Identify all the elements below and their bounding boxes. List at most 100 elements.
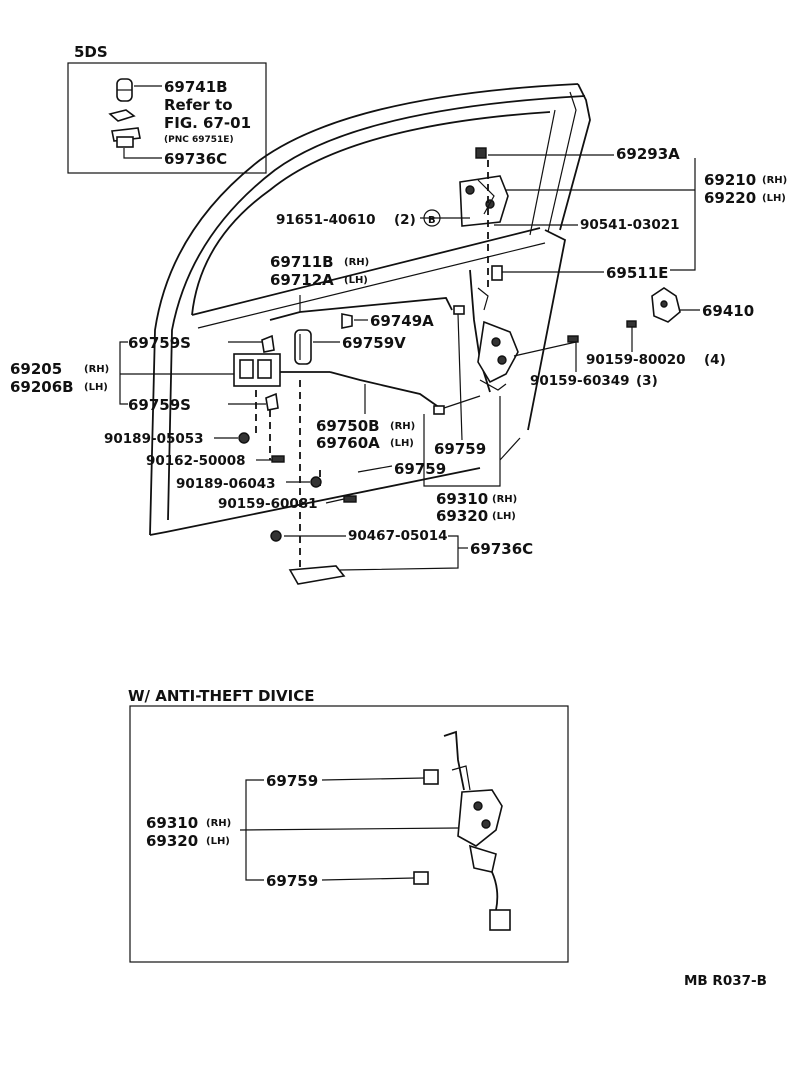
- label-69712A-lh: (LH): [344, 275, 368, 286]
- clip-69736C: [111, 127, 141, 148]
- label-69760A-lh: (LH): [390, 438, 414, 449]
- leader-at-69759-bot: [321, 877, 415, 881]
- diagram-code: MB R037-B: [684, 973, 767, 989]
- label-90541-03021: 90541-03021: [580, 217, 680, 233]
- label-at-69759-top: 69759: [266, 772, 318, 790]
- screw-90159-60081: [343, 495, 357, 503]
- label-at-69320: 69320: [146, 832, 198, 850]
- bracket-at: [245, 779, 264, 881]
- label-69741B: 69741B: [164, 78, 228, 96]
- leader-69759-b: [457, 313, 463, 441]
- label-69310-rh: (RH): [492, 494, 517, 505]
- bracket-69736C: [339, 535, 459, 571]
- leader-69759-a: [443, 395, 481, 409]
- inset-title: 5DS: [74, 43, 108, 61]
- door-lock-mechanism: [469, 269, 519, 393]
- label-at-69320-lh: (LH): [206, 836, 230, 847]
- label-fig-ref: FIG. 67-01: [164, 114, 251, 132]
- label-69220-lh: (LH): [762, 193, 786, 204]
- circle-b-icon: B: [423, 209, 441, 227]
- label-69205-rh: (RH): [84, 364, 109, 375]
- anti-theft-box: [129, 705, 569, 963]
- label-69750B-rh: (RH): [390, 421, 415, 432]
- label-69712A: 69712A: [270, 271, 334, 289]
- label-at-69310: 69310: [146, 814, 198, 832]
- label-90159-60081: 90159-60081: [218, 496, 318, 512]
- leader-69736C-inset: [123, 148, 162, 159]
- bushing-69759-a: [453, 305, 465, 315]
- label-69410: 69410: [702, 302, 754, 320]
- label-69759S-bot: 69759S: [128, 396, 191, 414]
- label-69210: 69210: [704, 171, 756, 189]
- label-69320-lh: (LH): [492, 511, 516, 522]
- inside-handle-69205: [233, 353, 330, 387]
- label-90159-80020-qty: (4): [704, 352, 726, 368]
- pull-handle-69736C: [270, 530, 346, 585]
- bracket-69210: [670, 158, 696, 271]
- cap-69759V: [294, 329, 312, 365]
- label-90159-60349: 90159-60349: [530, 373, 630, 389]
- inset-box: [67, 62, 267, 174]
- bracket-69205: [119, 341, 128, 405]
- label-90159-60349-qty: (3): [636, 373, 658, 389]
- label-69205: 69205: [10, 360, 62, 378]
- clip-69759S-bot: [265, 392, 279, 411]
- label-90159-80020: 90159-80020: [586, 352, 686, 368]
- label-69759V: 69759V: [342, 334, 406, 352]
- leader-90159-60081: [325, 498, 345, 504]
- label-69760A: 69760A: [316, 434, 380, 452]
- label-69759-a: 69759: [434, 440, 486, 458]
- label-69711B: 69711B: [270, 253, 334, 271]
- anti-theft-lock-assembly: [413, 730, 511, 931]
- label-69736C-inset: 69736C: [164, 150, 227, 168]
- label-69736C: 69736C: [470, 540, 533, 558]
- label-at-69310-rh: (RH): [206, 818, 231, 829]
- label-69293A: 69293A: [616, 145, 680, 163]
- striker-69410: [626, 287, 681, 328]
- leader-90159-60349: [513, 341, 577, 372]
- label-69750B: 69750B: [316, 417, 380, 435]
- label-90467-05014: 90467-05014: [348, 528, 448, 544]
- label-69206B-lh: (LH): [84, 382, 108, 393]
- label-69220: 69220: [704, 189, 756, 207]
- clip-69741B: [116, 78, 133, 102]
- door-frame: [149, 83, 591, 536]
- door-check-assembly: [459, 147, 509, 227]
- bushing-69759-b: [433, 405, 445, 415]
- label-69206B: 69206B: [10, 378, 74, 396]
- label-69759S-top: 69759S: [128, 334, 191, 352]
- nut-90189-06043: [310, 476, 322, 488]
- leader-at-69310: [239, 827, 459, 831]
- label-69320: 69320: [436, 507, 488, 525]
- label-69210-rh: (RH): [762, 175, 787, 186]
- rod-69750B: [329, 371, 441, 409]
- anti-theft-inset: W/ ANTI-THEFT DIVICE 69759 69310 (RH) 69…: [128, 687, 569, 963]
- leader-69759-c: [357, 465, 393, 473]
- label-90189-06043: 90189-06043: [176, 476, 276, 492]
- clip-69749A: [341, 313, 353, 329]
- anti-theft-title: W/ ANTI-THEFT DIVICE: [128, 687, 314, 705]
- screw-90159-60349: [567, 335, 579, 343]
- clip-69759S-top: [261, 334, 275, 353]
- label-91651-40610: 91651-40610: [276, 212, 376, 228]
- circle-b-letter: B: [428, 215, 436, 226]
- label-91651-qty: (2): [394, 212, 416, 228]
- label-69749A: 69749A: [370, 312, 434, 330]
- label-90189-05053: 90189-05053: [104, 431, 204, 447]
- label-at-69759-bot: 69759: [266, 872, 318, 890]
- bracket-69310: [423, 396, 501, 487]
- clip-pad: [108, 109, 136, 122]
- label-refer-to: Refer to: [164, 96, 233, 114]
- label-pnc-ref: (PNC 69751E): [164, 135, 234, 145]
- label-69759-b: 69759: [394, 460, 446, 478]
- nut-90189-05053: [238, 432, 250, 444]
- label-69711B-rh: (RH): [344, 257, 369, 268]
- label-69310: 69310: [436, 490, 488, 508]
- bushing-69511E: [491, 265, 503, 281]
- inset-5ds: 5DS 69741B Refer to FIG. 67-01 (PNC 6975…: [67, 43, 267, 174]
- rod-69711B: [269, 297, 453, 321]
- leader-at-69759-top: [321, 777, 425, 781]
- label-69511E: 69511E: [606, 264, 668, 282]
- screw-90162-50008: [271, 455, 285, 463]
